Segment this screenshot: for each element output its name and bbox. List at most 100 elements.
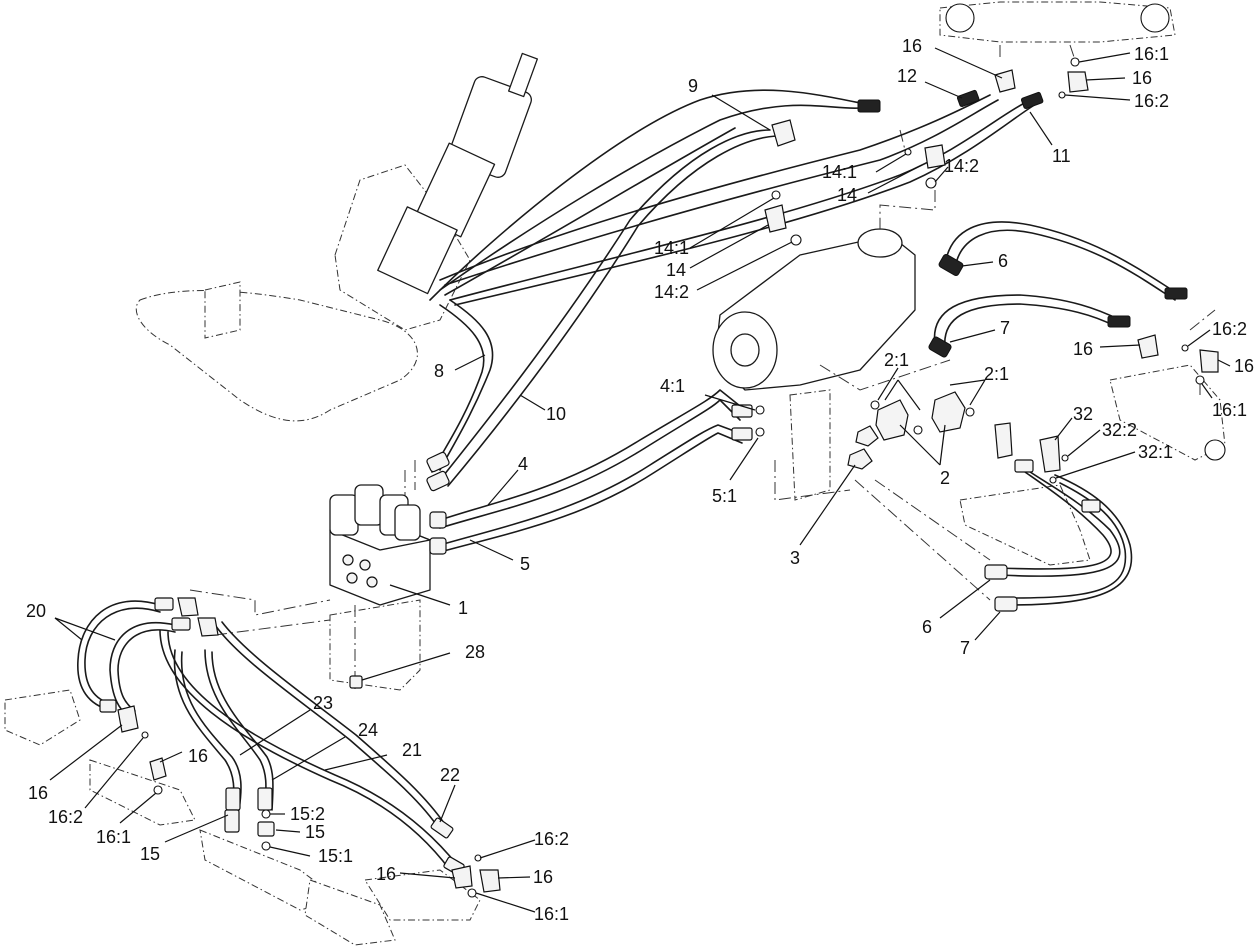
fitting-tube-4 [731,404,753,418]
fitting-hose-32-end [1014,459,1034,473]
hose-10-b [447,135,777,487]
callout-16-top-left: 16 [902,36,922,56]
valve-port [359,559,371,571]
callout-15-1: 15:1 [318,846,353,866]
route-line [774,460,851,501]
hose-upper-loop [429,89,871,301]
hose-11 [449,99,1031,301]
oring-16-2-top [1058,91,1066,99]
leader-5 [469,539,514,561]
oring-14-2-upper [925,177,937,189]
route-line [879,190,936,230]
oring-5-1 [755,427,765,437]
leader-161b [1201,383,1213,399]
callout-11: 11 [1052,146,1071,166]
leader-4 [487,469,519,506]
hose-12 [439,94,991,281]
fitting-hose-6-right [1164,287,1188,300]
leader-2d [939,424,946,466]
elbow-14-lower [764,204,787,233]
callout-16-1-bottom: 16:1 [534,904,569,924]
fitting-hose-lower-right [1081,499,1101,513]
leader-16a [934,47,1003,79]
oring-2-1-left [870,400,880,410]
leader-21b [969,379,986,406]
right-cylinder-eye [1204,439,1226,461]
hose-6-lower-b [999,471,1112,570]
hose-21-b [167,631,459,867]
bottom-right-cylinder-ghost [364,869,481,921]
route-line [874,479,991,561]
callout-22: 22 [440,765,460,785]
leader-151 [269,846,311,857]
steering-unit-shaft [507,52,539,98]
callout-4-1: 4:1 [660,376,685,396]
callout-16-right-a: 16 [1073,339,1093,359]
top-cylinder-eye-left [945,3,975,33]
fitting-hose-7-lower [994,596,1018,612]
route-line [214,619,331,636]
oring-14-2-lower [790,234,802,246]
leader-16h [497,876,531,879]
frame-bracket-ghost [204,281,241,339]
tube-5-b [439,432,743,553]
callout-6-upper: 6 [998,251,1008,271]
callout-6-lower: 6 [922,617,932,637]
bolt-28 [349,675,363,689]
leader-161a [1078,52,1131,63]
callout-32-2: 32:2 [1102,420,1137,440]
hose-6-upper-b [954,229,1176,301]
hose-7-upper [933,294,1121,346]
callout-15-left: 15 [140,844,160,864]
callout-7-upper: 7 [1000,318,1010,338]
pump-shaft [730,333,760,367]
hose-24-b [211,651,274,811]
oring-2-1-mid [913,425,923,435]
callout-16-2-right: 16:2 [1212,319,1247,339]
hose-8 [439,299,494,471]
callout-16-left-b: 16 [188,746,208,766]
callout-16-bottom-a: 16 [376,864,396,884]
leader-162b [1187,329,1211,347]
oring-32-2 [1061,454,1069,462]
pump-bracket-ghost [789,389,831,501]
leader-16c [1099,344,1141,348]
hose-7-upper-b [944,303,1116,349]
top-cylinder-eye-right [1140,3,1170,33]
leader-161c [119,792,157,824]
leader-162a [1064,94,1131,101]
leader-7a [949,329,996,343]
fitting-hose-7-right [1107,315,1131,328]
fittings [99,57,1219,898]
leader-6b [939,579,991,619]
oring-14-1-upper [904,148,912,156]
control-valve-1 [329,451,450,606]
callout-4: 4 [518,454,528,474]
fitting-hose-22-end [430,817,454,839]
fitting-hose-7-top [928,336,952,358]
callout-2-1-right: 2:1 [984,364,1009,384]
oring-14-1-lower [771,190,781,200]
hose-6-upper [944,221,1181,296]
hose-10 [439,129,771,481]
callout-16-2-bottom: 16:2 [534,829,569,849]
callout-14-upper: 14 [837,185,857,205]
leader-3 [799,464,856,546]
callout-16-right-b: 16 [1234,356,1254,376]
leader-15a [164,814,229,843]
fitting-15-left [224,809,240,833]
callout-16-left-a: 16 [28,783,48,803]
leader-2b [897,379,921,411]
fitting-tube-5 [731,427,753,441]
callout-16-2-left: 16:2 [48,807,83,827]
leader-16f [159,751,183,763]
oring-16-2-right [1181,344,1189,352]
callout-14-lower: 14 [666,260,686,280]
elbow-16-bottom-b [479,869,501,893]
hose-23-b [180,651,242,811]
callout-10: 10 [546,404,566,424]
fitting-hose-11-end [1020,91,1044,109]
oring-15-1 [261,841,271,851]
tube-4 [439,389,746,521]
